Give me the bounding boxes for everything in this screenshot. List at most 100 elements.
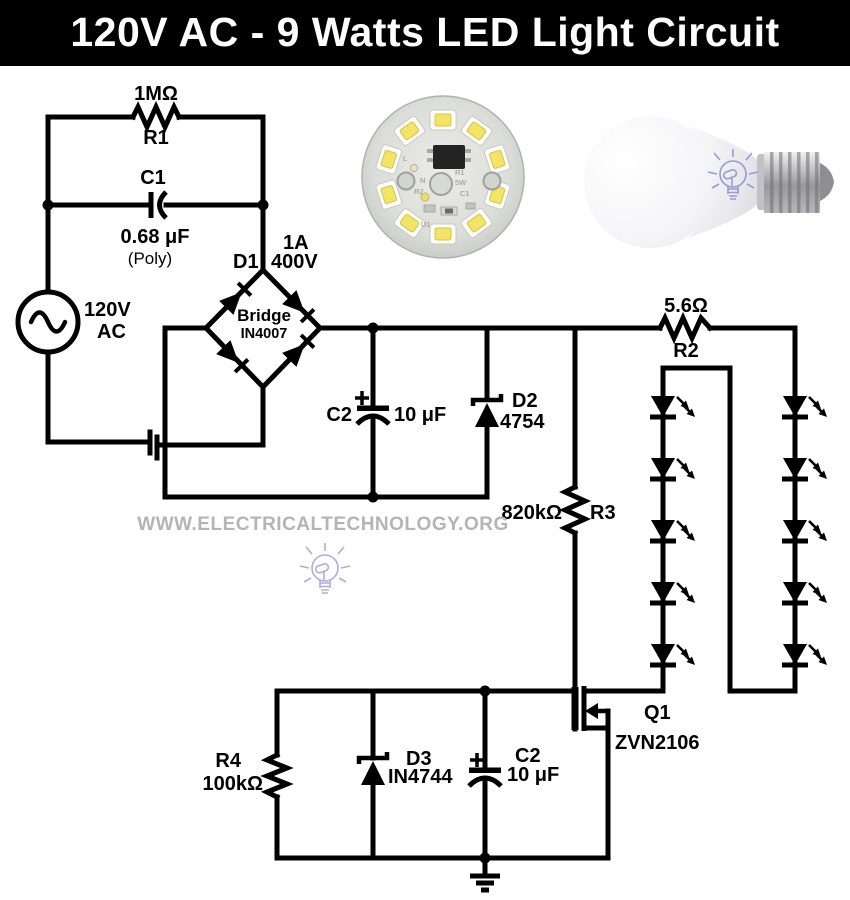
c2a-value-label: 10 μF xyxy=(394,404,446,426)
led-symbol xyxy=(782,396,827,420)
zener-triangle xyxy=(475,403,499,427)
led-symbol xyxy=(650,520,695,544)
module-passive xyxy=(410,164,418,172)
junction-dot xyxy=(367,491,379,503)
module-label: R1 xyxy=(455,168,465,177)
led-symbol xyxy=(650,644,695,668)
source-voltage-label: 120V xyxy=(84,299,131,321)
capacitor-c2-filter xyxy=(355,391,391,426)
r3-ref-label: R3 xyxy=(590,502,616,524)
led-module-photo: L N R2 R1 5W C1 U1 xyxy=(361,95,525,259)
chip-pin xyxy=(465,149,471,153)
module-passive xyxy=(465,202,476,210)
junction-dot xyxy=(479,852,491,864)
zener-bar xyxy=(470,394,504,406)
module-led xyxy=(375,144,403,175)
led-symbol xyxy=(650,458,695,482)
junction-dot xyxy=(257,199,269,211)
resistor-r4-zigzag xyxy=(260,751,294,801)
zener-d3 xyxy=(356,752,390,785)
watermark-text: WWW.ELECTRICALTECHNOLOGY.ORG xyxy=(137,514,508,535)
diode-icon xyxy=(282,290,316,324)
c2b-value-label: 10 μF xyxy=(507,764,559,786)
plus-icon xyxy=(470,753,484,767)
junction-dot xyxy=(42,199,54,211)
module-hole xyxy=(396,171,416,191)
r1-ref-label: R1 xyxy=(143,127,169,149)
module-label: C1 xyxy=(460,189,470,198)
module-passive xyxy=(445,208,453,214)
led-string-wires xyxy=(581,325,798,694)
ground-bars xyxy=(470,873,500,893)
resistor-r3-zigzag xyxy=(558,483,592,537)
capacitor-c1 xyxy=(148,190,168,220)
module-hole xyxy=(482,171,502,191)
module-led xyxy=(429,223,457,245)
junction-dots xyxy=(42,199,491,864)
chip-pin xyxy=(427,158,433,162)
c2a-ref-label: C2 xyxy=(326,404,352,426)
r1-value-label: 1MΩ xyxy=(134,83,178,105)
junction-dot xyxy=(367,322,379,334)
ac-source xyxy=(15,289,81,355)
resistor-r1-zigzag xyxy=(129,100,183,134)
module-passive xyxy=(423,204,436,213)
watermark-bulb-icon xyxy=(299,542,351,594)
module-label: U1 xyxy=(421,220,431,229)
led-symbol xyxy=(650,396,695,420)
page-title: 120V AC - 9 Watts LED Light Circuit xyxy=(70,9,780,55)
module-label: 5W xyxy=(455,178,467,187)
d2-part-label: 4754 xyxy=(500,411,545,433)
module-label: L xyxy=(403,154,407,163)
junction-dot xyxy=(479,685,491,697)
zener-bar xyxy=(356,752,390,764)
d2-ref-label: D2 xyxy=(512,390,538,412)
title-banner: 120V AC - 9 Watts LED Light Circuit xyxy=(0,0,850,66)
led-symbol xyxy=(782,582,827,606)
module-silkscreen: L N R2 R1 5W C1 U1 xyxy=(403,154,470,229)
module-led xyxy=(460,208,493,239)
bulb-screw-ridges xyxy=(770,152,819,213)
plus-icon xyxy=(355,391,369,405)
sine-icon xyxy=(28,310,68,334)
mosfet-q1 xyxy=(571,686,608,731)
d1-type-label: Bridge xyxy=(237,306,291,325)
r2-ref-label: R2 xyxy=(673,340,699,362)
module-led xyxy=(460,115,493,146)
bulb-collar xyxy=(757,154,766,210)
led-symbol xyxy=(650,582,695,606)
chip-pin xyxy=(465,158,471,162)
c2b-top-plate xyxy=(469,767,501,773)
bulb-globe xyxy=(584,116,716,248)
r4-value-label: 100kΩ xyxy=(202,773,263,795)
capacitor-c2-gate xyxy=(467,753,503,788)
module-leds xyxy=(375,109,511,245)
resistor-r2-zigzag xyxy=(656,311,714,345)
d3-part-label: IN4744 xyxy=(388,766,453,788)
bulb-neck xyxy=(688,126,762,238)
diode-icon xyxy=(282,333,316,367)
led-symbol xyxy=(782,520,827,544)
module-led xyxy=(393,208,426,239)
diode-icon xyxy=(216,340,250,374)
d1-ref-label: D1 xyxy=(233,251,259,273)
led-symbol xyxy=(782,458,827,482)
source-arrow-head xyxy=(585,703,598,719)
bulb-tip xyxy=(820,163,834,201)
module-passive xyxy=(420,192,430,202)
wire xyxy=(162,325,490,500)
wire xyxy=(45,349,153,445)
module-led xyxy=(393,115,426,146)
q1-part-label: ZVN2106 xyxy=(615,732,700,754)
labels: 1MΩ R1 C1 0.68 μF (Poly) 120V AC D1 1A 4… xyxy=(84,83,708,795)
q1-ref-label: Q1 xyxy=(644,702,671,724)
module-led xyxy=(375,179,403,210)
d3-ref-label: D3 xyxy=(406,748,432,770)
module-led xyxy=(483,144,511,175)
d1-voltage-label: 400V xyxy=(271,251,318,273)
c2a-top-plate xyxy=(357,405,389,411)
module-label: R2 xyxy=(414,187,424,196)
c1-value-label: 0.68 μF xyxy=(121,226,190,248)
